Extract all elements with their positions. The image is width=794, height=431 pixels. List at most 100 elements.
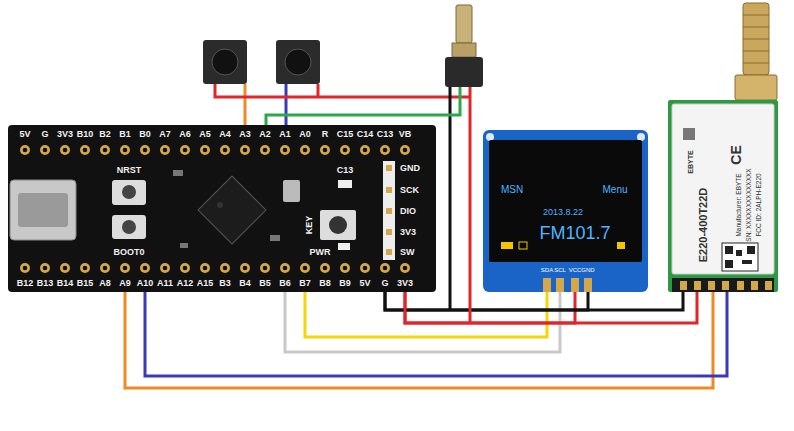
pin-row: [20, 145, 410, 273]
pin-hole: [200, 263, 210, 273]
button-label: KEY: [305, 216, 314, 235]
potentiometer: [445, 5, 483, 87]
pin-hole: [383, 266, 388, 271]
pin-label: R: [322, 130, 329, 139]
pin-hole: [380, 263, 390, 273]
pin-hole: [23, 266, 28, 271]
button-label: NRST: [117, 166, 142, 175]
pin-hole: [63, 148, 68, 153]
pin-label: G: [41, 130, 48, 139]
pin-hole: [123, 266, 128, 271]
screen-text: MSN: [501, 185, 523, 195]
pin-hole: [223, 266, 228, 271]
pin-label: C14: [357, 130, 374, 139]
pin-label: 3V3: [57, 130, 73, 139]
pin-hole: [203, 148, 208, 153]
pin-label: A10: [137, 279, 154, 288]
pin-hole: [200, 145, 210, 155]
wire: [305, 292, 547, 337]
pin-label: B12: [17, 279, 34, 288]
pin-hole: [163, 266, 168, 271]
wire: [125, 292, 713, 388]
pin-hole: [220, 263, 230, 273]
pin-hole: [263, 148, 268, 153]
pin-label: VB: [399, 130, 412, 139]
pin-hole: [260, 145, 270, 155]
wire: [385, 292, 588, 310]
model-label: E220-400T22D: [698, 188, 709, 263]
pin-hole: [300, 263, 310, 273]
pin-hole: [303, 148, 308, 153]
pin-hole: [283, 266, 288, 271]
pin-label: B5: [259, 279, 271, 288]
pin-hole: [400, 145, 410, 155]
wire: [266, 87, 460, 125]
pin-hole: [340, 263, 350, 273]
pin-hole: [80, 145, 90, 155]
module-info: FCC ID: 2ALPH-E220: [756, 173, 763, 236]
pin-label: B1: [119, 130, 131, 139]
pin-label: A6: [179, 130, 191, 139]
pin-hole: [123, 148, 128, 153]
module-info: SN: XXXXXXXXXXXXXX: [746, 168, 753, 241]
pin-hole: [83, 266, 88, 271]
pin-hole: [120, 263, 130, 273]
pin-label: B8: [319, 279, 331, 288]
pin-hole: [280, 263, 290, 273]
pin-label: B0: [139, 130, 151, 139]
pin-label: B3: [219, 279, 231, 288]
pin-hole: [243, 148, 248, 153]
pin-hole: [323, 266, 328, 271]
pin-hole: [300, 145, 310, 155]
pin-hole: [380, 145, 390, 155]
pin-label: B7: [299, 279, 311, 288]
pin-hole: [403, 148, 408, 153]
pin-hole: [363, 148, 368, 153]
header-pin-label: SCK: [400, 186, 419, 195]
pin-label: A8: [99, 279, 111, 288]
header-pin-label: 3V3: [400, 228, 416, 237]
pin-label: A15: [197, 279, 214, 288]
screen-text: Menu: [602, 185, 627, 195]
module-info: Manufacturer: EBYTE: [736, 173, 743, 236]
lora-module: CEEBYTEE220-400T22DManufacturer: EBYTESN…: [668, 100, 778, 292]
pin-hole: [100, 145, 110, 155]
pin-hole: [40, 145, 50, 155]
pin-hole: [203, 266, 208, 271]
pin-hole: [43, 266, 48, 271]
pin-label: A11: [157, 279, 173, 288]
pin-hole: [180, 145, 190, 155]
button-label: BOOT0: [113, 248, 144, 257]
pin-hole: [223, 148, 228, 153]
wire: [449, 87, 452, 310]
pin-hole: [403, 266, 408, 271]
pin-label: B15: [77, 279, 94, 288]
screen-text: 2013.8.22: [543, 208, 583, 217]
pin-hole: [103, 148, 108, 153]
pin-hole: [80, 263, 90, 273]
pin-hole: [23, 148, 28, 153]
header-pin-label: SW: [400, 248, 415, 257]
pin-label: VCC: [569, 267, 582, 273]
pin-label: B13: [37, 279, 54, 288]
pin-hole: [140, 263, 150, 273]
push-button: [203, 40, 247, 84]
pin-hole: [343, 266, 348, 271]
pin-hole: [343, 148, 348, 153]
pin-label: A4: [219, 130, 231, 139]
pin-hole: [303, 266, 308, 271]
pin-hole: [323, 148, 328, 153]
pin-hole: [160, 145, 170, 155]
pin-label: B14: [57, 279, 74, 288]
pin-label: B9: [339, 279, 351, 288]
pin-label: C15: [337, 130, 354, 139]
pin-hole: [360, 145, 370, 155]
cert-mark: CE: [729, 145, 743, 164]
screen-text: FM101.7: [539, 224, 610, 242]
pin-hole: [40, 263, 50, 273]
pin-label: G: [381, 279, 388, 288]
pin-hole: [383, 148, 388, 153]
pin-label: A2: [259, 130, 271, 139]
pin-hole: [143, 266, 148, 271]
led-label: C13: [337, 166, 354, 175]
